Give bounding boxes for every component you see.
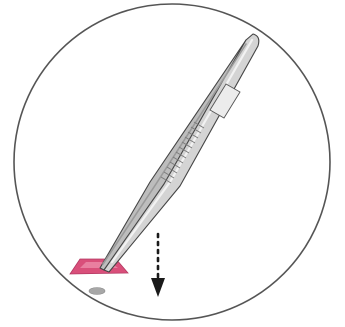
debris-pebble	[89, 288, 105, 295]
